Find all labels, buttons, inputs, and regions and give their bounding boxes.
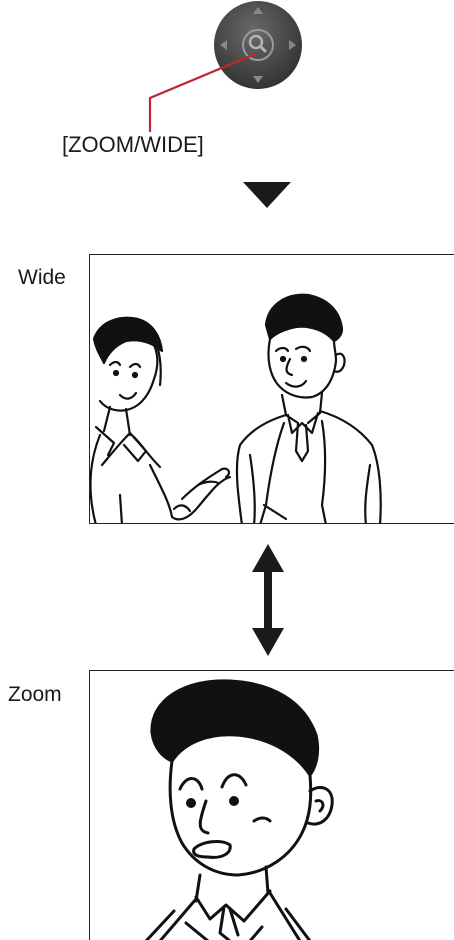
wide-frame (89, 254, 454, 524)
zoom-illustration (90, 671, 454, 940)
callout-line (140, 50, 260, 135)
zoom-toggle-arrow-icon (250, 544, 286, 656)
wide-illustration (90, 255, 454, 524)
button-label: [ZOOM/WIDE] (62, 132, 204, 158)
down-arrow-icon (243, 182, 291, 210)
zoom-frame (89, 670, 454, 940)
wide-label: Wide (18, 266, 66, 290)
zoom-label: Zoom (8, 683, 62, 707)
